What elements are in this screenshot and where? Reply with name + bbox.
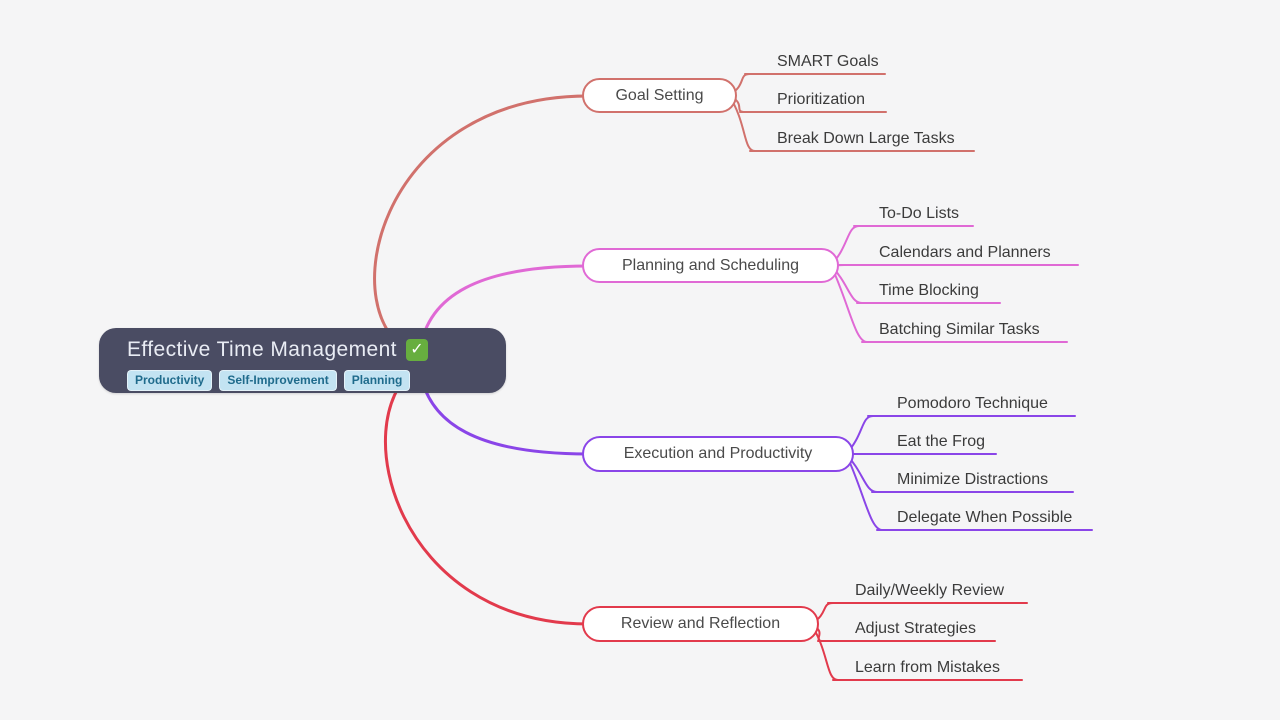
branch-node-label: Review and Reflection (620, 615, 781, 632)
branch-curve (373, 94, 590, 357)
child-topic[interactable]: To-Do Lists (879, 205, 960, 222)
child-topic[interactable]: Prioritization (777, 91, 866, 108)
child-topic[interactable]: Eat the Frog (897, 433, 986, 450)
root-title: Effective Time Management (127, 338, 397, 361)
child-topic[interactable]: Break Down Large Tasks (777, 130, 955, 147)
child-topic[interactable]: Learn from Mistakes (855, 659, 1000, 676)
root-tag-planning: Planning (343, 370, 411, 391)
branch-node-execution-and-productivity[interactable]: Execution and Productivity (582, 436, 854, 472)
child-connector (830, 264, 868, 343)
branch-node-review-and-reflection[interactable]: Review and Reflection (582, 606, 819, 642)
root-node[interactable]: Effective Time Management ✓ Productivity… (99, 328, 506, 393)
child-topic[interactable]: Time Blocking (879, 282, 979, 299)
branch-node-planning-and-scheduling[interactable]: Planning and Scheduling (582, 248, 839, 283)
branch-node-label: Goal Setting (615, 86, 704, 104)
child-topic[interactable]: Daily/Weekly Review (855, 582, 1005, 599)
child-topic[interactable]: Minimize Distractions (897, 471, 1049, 488)
child-connector (845, 453, 883, 531)
branch-node-label: Execution and Productivity (623, 445, 813, 462)
branch-curve (384, 366, 590, 626)
check-mark-icon: ✓ (405, 339, 428, 361)
child-topic[interactable]: Delegate When Possible (897, 509, 1073, 526)
branch-node-label: Planning and Scheduling (621, 256, 800, 274)
root-tag-self-improvement: Self-Improvement (219, 370, 337, 391)
child-topic[interactable]: Batching Similar Tasks (879, 321, 1040, 338)
root-title-row: Effective Time Management ✓ (127, 336, 482, 364)
child-topic[interactable]: Pomodoro Technique (897, 395, 1048, 412)
branch-node-goal-setting[interactable]: Goal Setting (582, 78, 737, 113)
child-topic[interactable]: Calendars and Planners (879, 244, 1051, 261)
root-tags: Productivity Self-Improvement Planning (127, 370, 482, 391)
child-topic[interactable]: SMART Goals (777, 53, 879, 70)
child-topic[interactable]: Adjust Strategies (855, 620, 976, 637)
root-tag-productivity: Productivity (127, 370, 213, 391)
